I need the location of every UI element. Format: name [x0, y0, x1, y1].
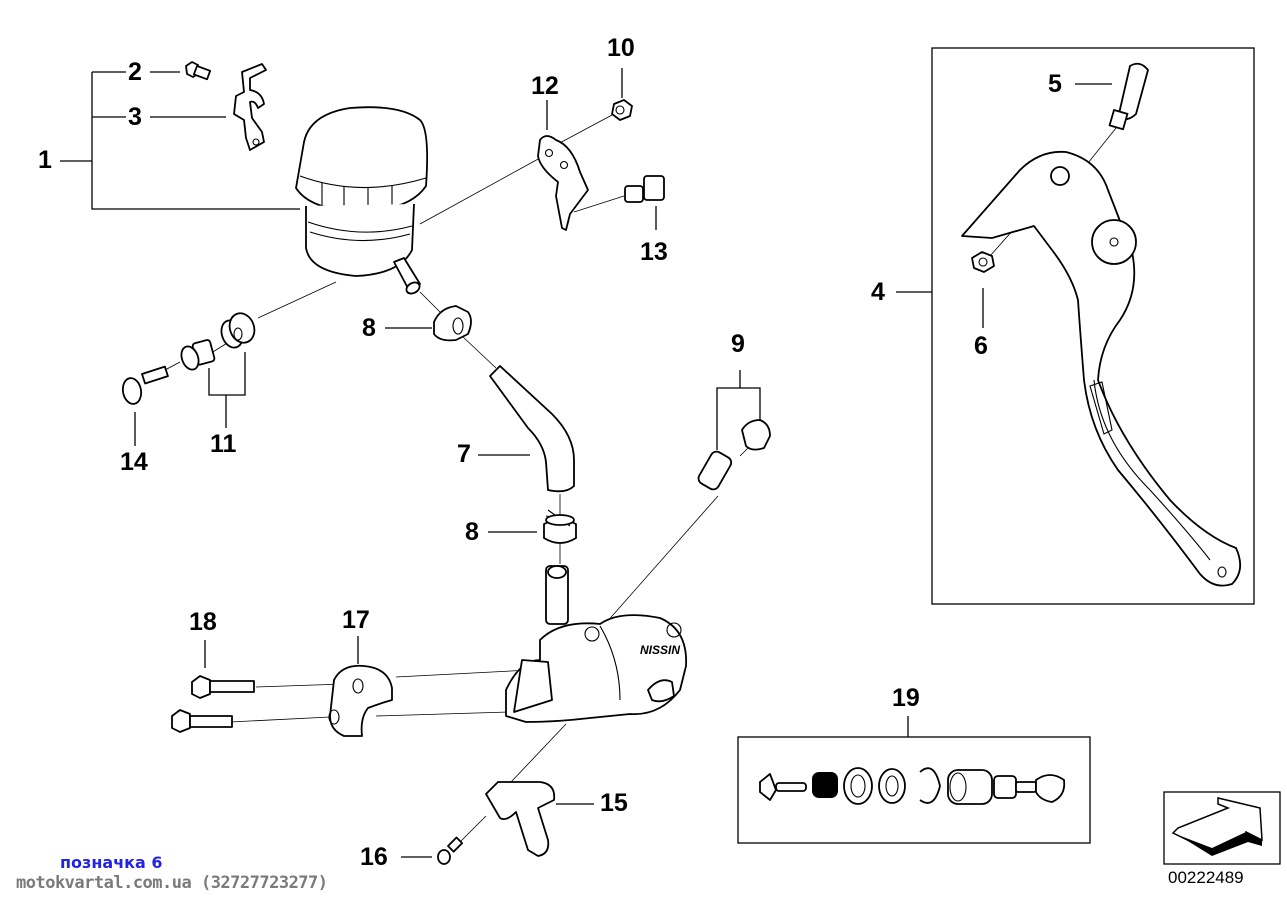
lever-box [896, 47, 1255, 605]
repair-kit-box [737, 716, 1091, 844]
callout-18: 18 [189, 608, 217, 636]
callout-8-lower: 8 [465, 518, 479, 546]
callout-9: 9 [731, 330, 745, 358]
callout-10: 10 [607, 34, 635, 62]
callout-6: 6 [974, 332, 988, 360]
rubber-mount-part [180, 312, 256, 428]
nissin-logo: NISSIN [640, 643, 680, 657]
callout-2: 2 [128, 58, 142, 86]
switch-screw-part [401, 836, 464, 865]
nut-part-10 [611, 68, 633, 121]
reservoir-screw-part [185, 61, 212, 81]
callout-17: 17 [342, 606, 370, 634]
switch-bracket-part [485, 781, 594, 857]
repair-kit-parts [759, 767, 1066, 805]
reservoir-part [295, 106, 429, 295]
callout-11: 11 [210, 430, 237, 458]
document-number: 00222489 [1168, 868, 1244, 887]
bleeder-valve-part [697, 370, 771, 491]
callout-bracket-1 [60, 71, 300, 210]
holder-bracket-part [537, 100, 589, 231]
callout-16: 16 [360, 843, 388, 871]
reference-label: позначка 6 [60, 853, 163, 872]
lever-pivot-bolt-part [1108, 62, 1149, 131]
hose-clamp-upper-part [385, 305, 472, 342]
callout-8-upper: 8 [362, 314, 376, 342]
callout-15: 15 [600, 789, 628, 817]
callout-14: 14 [120, 448, 148, 476]
callout-5: 5 [1048, 70, 1062, 98]
hose-part [478, 365, 575, 493]
callout-13: 13 [640, 238, 668, 266]
callout-4: 4 [871, 278, 885, 306]
hose-clamp-lower-part [488, 509, 577, 544]
callout-19: 19 [892, 684, 920, 712]
direction-arrow-box [1163, 791, 1281, 865]
cap-screw-part [624, 175, 665, 230]
clamp-bolt-part [171, 640, 255, 733]
callout-7: 7 [457, 440, 471, 468]
callout-3: 3 [128, 103, 142, 131]
handlebar-clamp-part [328, 636, 393, 737]
lever-nut-part [971, 251, 995, 273]
site-watermark: motokvartal.com.ua (32727723277) [16, 873, 328, 893]
clutch-lever-part [961, 150, 1242, 587]
master-cylinder-part: NISSIN [505, 565, 687, 723]
callout-12: 12 [531, 72, 559, 100]
screw-part-14 [121, 365, 169, 446]
reservoir-bracket-part [233, 63, 267, 151]
callout-1: 1 [38, 146, 52, 174]
